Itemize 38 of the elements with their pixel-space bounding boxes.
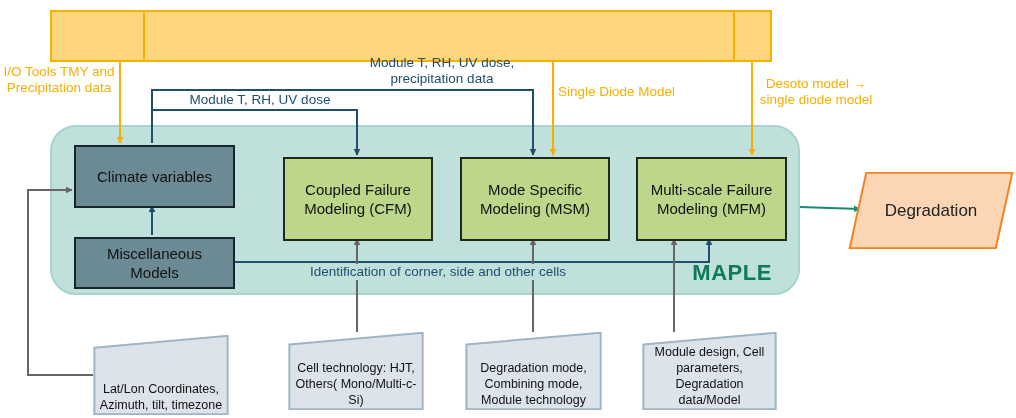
framework-panel [50, 125, 800, 295]
node-label: Coupled Failure Modeling (CFM) [303, 180, 413, 218]
arrow [799, 205, 861, 213]
node-label: Multi-scale Failure Modeling (MFM) [649, 180, 774, 218]
input-trapezoid [465, 332, 602, 410]
node-label: MAPLE [692, 259, 772, 287]
model-box [636, 157, 787, 241]
arrow [148, 205, 156, 236]
input-trapezoid [93, 335, 229, 415]
arrow [549, 61, 557, 156]
node-label: Lat/Lon Coordinates, Azimuth, tilt, timezone [98, 381, 224, 413]
arrow [27, 186, 94, 376]
arrow [151, 109, 361, 156]
node-label: Climate variables [96, 167, 212, 186]
node-label: Mode Specific Modeling (MSM) [479, 180, 591, 218]
arrow [232, 238, 713, 263]
arrow [748, 61, 756, 156]
arrow [529, 238, 537, 333]
edge-label: Desoto model → single diode model [758, 76, 874, 108]
node-label: Cell technology: HJT, Others( Mono/Multi-c-Si) [294, 360, 418, 408]
edge-label: Single Diode Model [558, 84, 677, 100]
edge-label: I/O Tools TMY and Precipitation data [2, 64, 116, 96]
process-box [74, 145, 235, 208]
model-box [460, 157, 610, 241]
model-box [283, 157, 433, 241]
input-trapezoid [288, 332, 424, 410]
output-parallelogram [848, 172, 1014, 249]
process-box [74, 237, 235, 289]
arrow [670, 238, 678, 333]
node-label: Miscellaneous Models [105, 244, 203, 282]
node-label: Module design, Cell parameters, Degradation data/Model [653, 344, 766, 408]
node-label: Degradation [883, 199, 979, 222]
arrow [151, 89, 537, 156]
edge-label: Module T, RH, UV dose [188, 92, 332, 108]
arrow [116, 61, 124, 144]
node-label: Degradation mode, Combining mode, Module technology [479, 360, 588, 408]
arrow [353, 238, 361, 333]
input-trapezoid [642, 332, 777, 410]
